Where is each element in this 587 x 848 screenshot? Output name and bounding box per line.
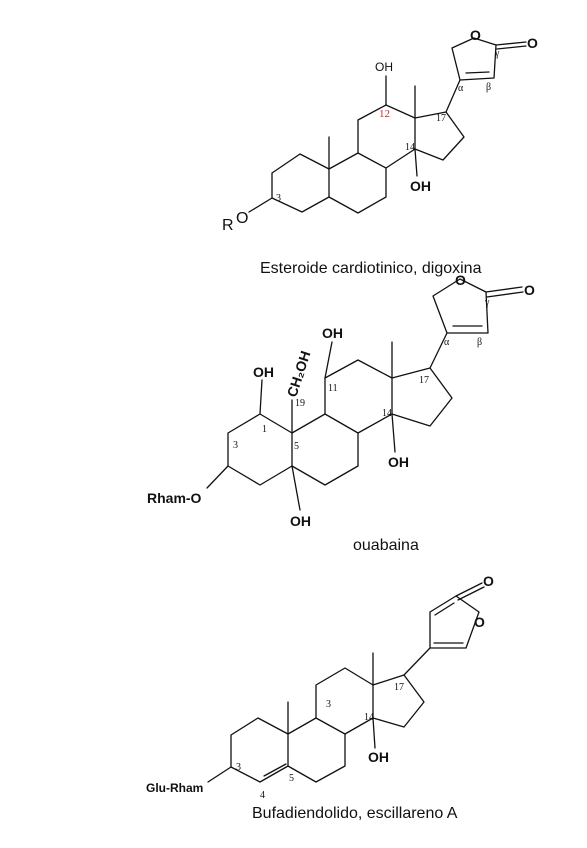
ouabain-oh-11: OH — [322, 325, 343, 341]
digoxin-carbonyl-bond — [495, 41, 527, 46]
bufa-o3-bond — [207, 766, 232, 783]
ouabain-lactone-ring — [432, 278, 489, 334]
ouabain-oh5-bond — [291, 465, 301, 511]
digoxin-lactone-ring — [451, 37, 497, 81]
bufadienolide-bonds — [207, 582, 485, 783]
bufadienolide-labels: O O 17 3 14 OH 3 5 4 Glu-Rham — [146, 573, 494, 801]
ouabain-pos-14: 14 — [382, 408, 392, 419]
ouabain-gamma: γ — [484, 297, 490, 308]
bufa-pos-3b: 3 — [326, 699, 331, 710]
bufa-pos-5: 5 — [289, 773, 294, 784]
bufa-ring-b — [287, 717, 346, 783]
bufa-ring-d — [372, 674, 425, 728]
digoxin-beta: β — [486, 82, 491, 93]
bufa-carbonyl-double — [457, 586, 485, 601]
bufa-oh-14: OH — [368, 749, 389, 765]
ouabain-ring-b — [291, 413, 359, 486]
ouabain-carbonyl-double — [486, 291, 524, 298]
bufa-o-ring: O — [474, 614, 485, 630]
bufadienolide-caption: Bufadiendolido, escillareno A — [252, 805, 458, 822]
digoxin-gamma: γ — [494, 48, 500, 59]
bufa-pos-3: 3 — [236, 762, 241, 773]
bufa-o-carbonyl: O — [483, 573, 494, 589]
ouabain-oh-1: OH — [253, 364, 274, 380]
digoxin-ring-c — [357, 104, 416, 169]
ouabain-oh1-bond — [259, 379, 263, 415]
ouabain-o3-bond — [206, 465, 229, 489]
ouabain-pos-11: 11 — [328, 383, 338, 394]
ouabain-ring-d — [391, 367, 453, 427]
ouabain-ring-c — [324, 359, 393, 434]
ouabain-caption: ouabaina — [353, 537, 419, 554]
ouabain-oh-14: OH — [388, 454, 409, 470]
ouabain-alpha: α — [444, 337, 450, 348]
ouabain-rham-o: Rham-O — [147, 490, 202, 506]
bufa-c17-pyrone-bond — [403, 647, 431, 676]
bufa-pyrone-double-1 — [434, 602, 455, 616]
bufa-pyrone-ring — [429, 595, 480, 649]
digoxin-pos-17: 17 — [436, 113, 446, 124]
bufa-double-bond-4-5 — [263, 763, 287, 777]
digoxin-o-3: O — [236, 210, 248, 227]
digoxin-structure: OH 12 17 14 OH 3 R O O O α β γ Esteroide… — [222, 27, 538, 277]
ouabain-oh14-bond — [391, 413, 396, 453]
ouabain-labels: OH OH CH₂OH 19 11 1 17 14 3 5 OH OH Rham… — [147, 272, 535, 529]
bufa-pos-4: 4 — [260, 790, 265, 801]
digoxin-pos-14: 14 — [405, 142, 415, 153]
ouabain-o-carbonyl: O — [524, 282, 535, 298]
ouabain-pos-1: 1 — [262, 424, 267, 435]
digoxin-r-group: R — [222, 217, 234, 234]
ouabain-pos-5: 5 — [294, 441, 299, 452]
digoxin-lactone-double-bond — [465, 71, 490, 74]
bufadienolide-structure: O O 17 3 14 OH 3 5 4 Glu-Rham Bufadiendo… — [146, 573, 494, 822]
ouabain-pos-19: 19 — [295, 398, 305, 409]
digoxin-bonds — [248, 37, 527, 214]
digoxin-pos-3: 3 — [276, 193, 281, 204]
ouabain-oh11-bond — [324, 341, 333, 379]
ouabain-structure: OH OH CH₂OH 19 11 1 17 14 3 5 OH OH Rham… — [147, 272, 535, 554]
digoxin-ring-b — [328, 152, 387, 214]
ouabain-pos-3: 3 — [233, 440, 238, 451]
ouabain-oh-5: OH — [290, 513, 311, 529]
bufa-glu-rham: Glu-Rham — [146, 781, 203, 795]
bufa-pos-17: 17 — [394, 682, 404, 693]
ouabain-pos-17: 17 — [419, 375, 429, 386]
ouabain-ch2oh: CH₂OH — [284, 349, 314, 399]
digoxin-o-carbonyl: O — [527, 35, 538, 51]
ouabain-o-ring: O — [455, 272, 466, 288]
ouabain-c17-lactone-bond — [429, 332, 448, 369]
digoxin-labels: OH 12 17 14 OH 3 R O O O α β γ — [222, 27, 538, 234]
digoxin-alpha: α — [458, 83, 464, 94]
digoxin-ring-d — [414, 111, 465, 161]
ouabain-bonds — [206, 278, 524, 511]
bufa-oh14-bond — [372, 717, 376, 749]
digoxin-caption: Esteroide cardiotinico, digoxina — [260, 260, 482, 277]
digoxin-oh-top: OH — [375, 60, 393, 74]
digoxin-o-ring: O — [470, 27, 481, 43]
digoxin-oh-14: OH — [410, 178, 431, 194]
digoxin-o3-bond — [248, 197, 273, 213]
ouabain-carbonyl-bond — [485, 286, 523, 293]
bufa-pos-14: 14 — [364, 712, 374, 723]
ouabain-beta: β — [477, 337, 482, 348]
bufa-ring-c — [315, 667, 374, 735]
digoxin-oh14-bond — [414, 148, 418, 177]
digoxin-c17-lactone-bond — [445, 79, 461, 113]
digoxin-carbonyl-double — [496, 45, 527, 50]
bufa-carbonyl-bond — [455, 582, 483, 597]
digoxin-pos-12: 12 — [379, 108, 390, 120]
